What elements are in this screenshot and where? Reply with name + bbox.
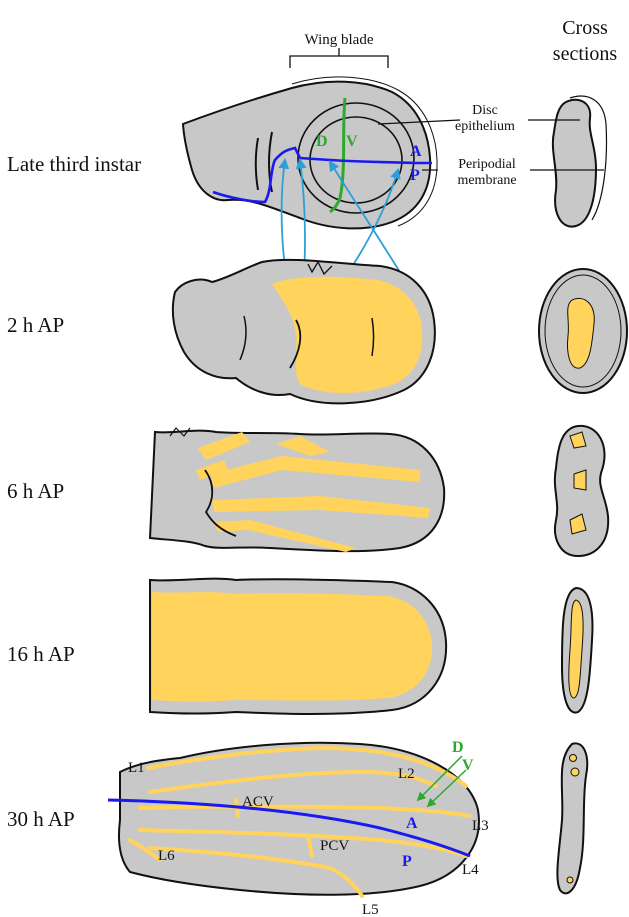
- peripodial-membrane-label-line1: Peripodial: [458, 157, 516, 172]
- wing-label-l5: L5: [362, 902, 379, 917]
- disc-p-label: P: [410, 167, 420, 184]
- wing-label-l2: L2: [398, 766, 415, 782]
- wing-label-p: P: [402, 853, 412, 870]
- disc-epithelium-label-line1: Disc: [472, 103, 498, 118]
- wing-16h-ap: [150, 579, 446, 714]
- cross-section-shape: [553, 100, 596, 227]
- wing-30h-ap: L1 L2 L3 L4 L5 L6 ACV PCV D V A P: [108, 739, 489, 917]
- cross-section-2h-ap: [539, 269, 627, 393]
- cross-sections-title-line2: sections: [553, 43, 618, 65]
- wing-label-pcv: PCV: [320, 838, 349, 854]
- late-third-instar-disc: D V A P Disc epithelium Peripodial membr…: [183, 77, 517, 229]
- wing-label-l1: L1: [128, 760, 145, 776]
- disc-outline: [183, 82, 430, 229]
- stage-labels: Late third instar 2 h AP 6 h AP 16 h AP …: [7, 152, 141, 831]
- cross-section-late-third-instar: [528, 96, 606, 227]
- disc-d-label: D: [316, 133, 328, 150]
- disc-v-label: V: [346, 133, 358, 150]
- cross-section-outer: [557, 743, 587, 893]
- cross-section-yellow-dot-1: [570, 755, 577, 762]
- wing-2h-ap: [173, 260, 435, 404]
- cross-section-yellow-dot-3: [567, 877, 573, 883]
- wing-label-d: D: [452, 739, 464, 756]
- stage-label-30h-ap: 30 h AP: [7, 807, 75, 831]
- cross-section-30h-ap: [557, 743, 587, 893]
- stage-label-16h-ap: 16 h AP: [7, 642, 75, 666]
- wing-label-v: V: [462, 757, 474, 774]
- cross-section-6h-ap: [555, 426, 608, 556]
- wing-label-a: A: [406, 815, 418, 832]
- wing-label-l6: L6: [158, 848, 175, 864]
- wing-label-l3: L3: [472, 818, 489, 834]
- wing-yellow-fill: [152, 592, 432, 702]
- stage-label-late-third-instar: Late third instar: [7, 152, 141, 176]
- disc-epithelium-label-line2: epithelium: [455, 119, 515, 134]
- cross-section-yellow-dot-2: [571, 768, 579, 776]
- wing-label-acv: ACV: [242, 794, 274, 810]
- wing-label-l4: L4: [462, 862, 479, 878]
- stage-label-6h-ap: 6 h AP: [7, 479, 64, 503]
- disc-a-label: A: [410, 143, 422, 160]
- peripodial-membrane-label-line2: membrane: [457, 173, 516, 188]
- wing-6h-ap: [150, 428, 444, 552]
- cross-sections-title-line1: Cross: [562, 17, 608, 39]
- wing-blade-label: Wing blade: [305, 32, 374, 48]
- stage-label-2h-ap: 2 h AP: [7, 313, 64, 337]
- cross-section-yellow-2: [574, 470, 586, 490]
- cross-section-16h-ap: [562, 588, 592, 713]
- wing-blade-bracket: [290, 48, 388, 68]
- header: Wing blade Cross sections: [290, 17, 617, 68]
